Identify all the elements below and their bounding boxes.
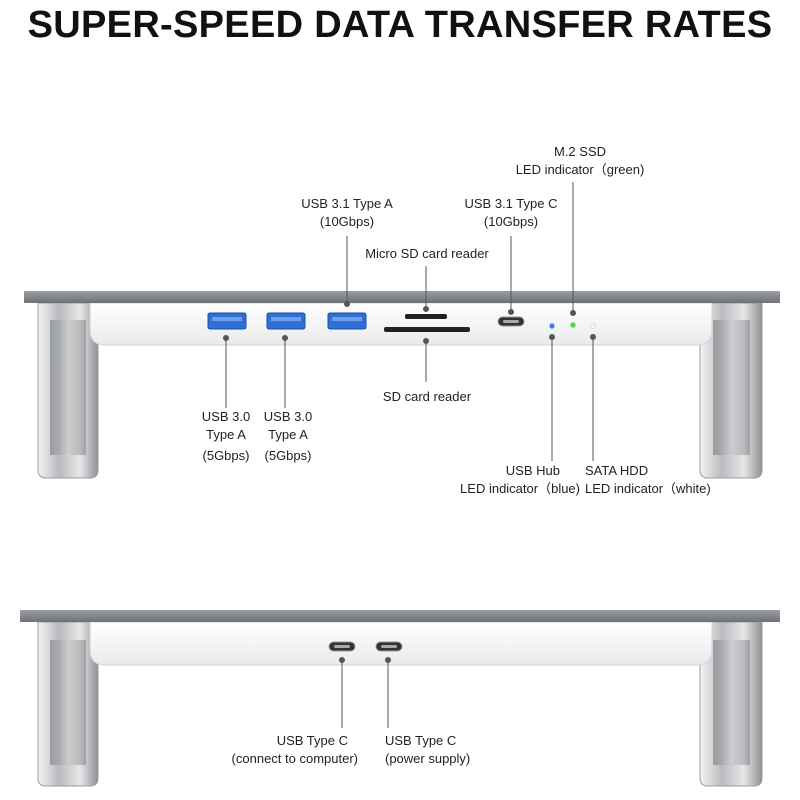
label-usb31-type-a: USB 3.1 Type A (10Gbps) bbox=[282, 195, 412, 231]
leader-lines-bottom bbox=[339, 657, 391, 728]
label-usbc-computer: USB Type C (connect to computer) bbox=[198, 732, 358, 768]
label-micro-sd: Micro SD card reader bbox=[352, 245, 502, 263]
label-microsd-text: Micro SD card reader bbox=[365, 246, 489, 261]
usb30-port-2 bbox=[266, 312, 306, 330]
led-white bbox=[590, 323, 596, 329]
label-usb30-type-a-2: USB 3.0 Type A (5Gbps) bbox=[253, 408, 323, 465]
stand-rear-view bbox=[20, 610, 780, 787]
label-usb31-type-c: USB 3.1 Type C (10Gbps) bbox=[446, 195, 576, 231]
label-m2-ssd-led: M.2 SSD LED indicator（green) bbox=[500, 143, 660, 179]
page-title: SUPER-SPEED DATA TRANSFER RATES bbox=[27, 4, 773, 46]
label-usb31a-line2: (10Gbps) bbox=[319, 214, 375, 229]
label-sata-line1: SATA HDD bbox=[585, 463, 649, 478]
label-sata-line2: LED indicator（white) bbox=[585, 481, 711, 496]
microsd-slot bbox=[405, 314, 447, 319]
label-usb31a-line1: USB 3.1 Type A bbox=[301, 196, 393, 211]
label-usbhub-line2: LED indicator（blue) bbox=[460, 481, 580, 496]
label-m2-ssd-line1: M.2 SSD bbox=[553, 144, 606, 159]
label-usb30a2-line1: USB 3.0 bbox=[263, 409, 313, 424]
label-usb30-type-a-1: USB 3.0 Type A (5Gbps) bbox=[191, 408, 261, 465]
usb31a-port bbox=[327, 312, 367, 330]
label-usb30a2-line3: (5Gbps) bbox=[264, 448, 312, 463]
label-usb30a1-line3: (5Gbps) bbox=[202, 448, 250, 463]
stand-front-view bbox=[24, 182, 780, 479]
label-usb-hub-led: USB Hub LED indicator（blue) bbox=[420, 462, 580, 498]
label-sd: SD card reader bbox=[362, 388, 492, 406]
label-usbc-power: USB Type C (power supply) bbox=[385, 732, 525, 768]
label-usbc-power-line1: USB Type C bbox=[385, 733, 457, 748]
label-usb30a1-line2: Type A bbox=[206, 427, 246, 442]
label-usbc-computer-line2: (connect to computer) bbox=[231, 751, 358, 766]
label-usb31c-line1: USB 3.1 Type C bbox=[464, 196, 558, 211]
label-m2-ssd-line2: LED indicator（green) bbox=[515, 162, 645, 177]
usb30-port-1 bbox=[207, 312, 247, 330]
label-usb31c-line2: (10Gbps) bbox=[483, 214, 539, 229]
top-plate bbox=[24, 291, 780, 303]
right-leg-inner bbox=[713, 320, 750, 455]
label-usb30a1-line1: USB 3.0 bbox=[201, 409, 251, 424]
label-usbc-computer-line1: USB Type C bbox=[276, 733, 348, 748]
label-usbc-power-line2: (power supply) bbox=[385, 751, 471, 766]
label-sata-hdd-led: SATA HDD LED indicator（white) bbox=[585, 462, 745, 498]
top-plate-rear bbox=[20, 610, 780, 622]
label-usbhub-line1: USB Hub bbox=[505, 463, 560, 478]
label-usb30a2-line2: Type A bbox=[268, 427, 308, 442]
label-sd-text: SD card reader bbox=[382, 389, 472, 404]
left-leg-inner bbox=[50, 320, 86, 455]
leader-lines-top bbox=[223, 182, 596, 461]
sd-slot bbox=[384, 327, 470, 332]
led-green bbox=[570, 322, 576, 328]
front-panel bbox=[89, 302, 713, 346]
led-blue bbox=[549, 323, 555, 329]
